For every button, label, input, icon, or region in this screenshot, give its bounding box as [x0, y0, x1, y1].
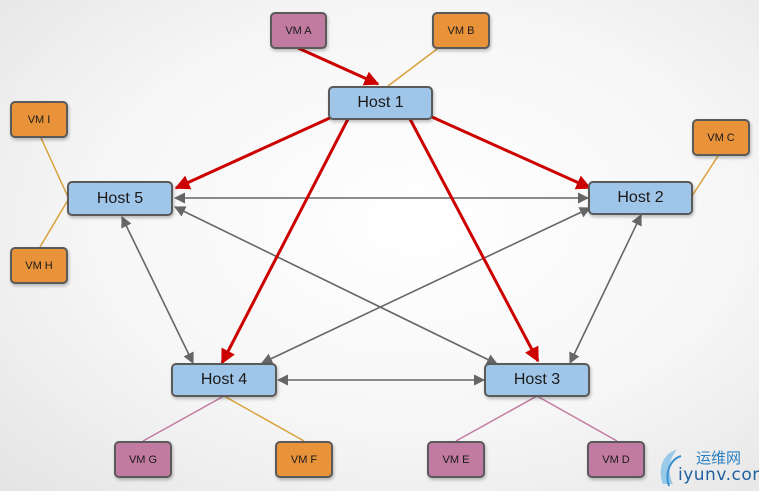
- watermark-cn-text: 运维网: [696, 449, 742, 467]
- link-vm-b-host-1: [387, 48, 438, 87]
- gray-arrow-host-2-host-3: [569, 213, 642, 365]
- vm-g-node[interactable]: VM G: [114, 441, 172, 478]
- gray-arrow-host-2-host-4: [260, 207, 592, 364]
- red-arrow-host-1-host-5: [174, 115, 333, 190]
- host-4-node[interactable]: Host 4: [171, 363, 277, 397]
- red-arrow-host-1-host-4: [220, 118, 350, 365]
- link-vm-f-host-4: [223, 395, 305, 442]
- gray-arrow-host-5-host-3: [173, 206, 499, 365]
- watermark-en-text: iyunv.com: [678, 465, 759, 485]
- vm-e-node[interactable]: VM E: [427, 441, 485, 478]
- host-3-node[interactable]: Host 3: [484, 363, 590, 397]
- link-vm-d-host-3: [536, 395, 618, 442]
- link-vm-e-host-3: [455, 395, 538, 442]
- host-5-node[interactable]: Host 5: [67, 181, 173, 216]
- link-vm-h-host-5: [39, 199, 69, 248]
- link-vm-g-host-4: [142, 395, 225, 442]
- vm-a-node[interactable]: VM A: [270, 12, 327, 49]
- watermark-logo-icon: [660, 450, 682, 487]
- host-1-node[interactable]: Host 1: [328, 86, 433, 120]
- gray-arrow-host-5-host-4: [121, 215, 194, 365]
- vm-d-node[interactable]: VM D: [587, 441, 645, 478]
- link-vm-i-host-5: [40, 137, 69, 198]
- vm-i-node[interactable]: VM I: [10, 101, 68, 138]
- vm-b-node[interactable]: VM B: [432, 12, 490, 49]
- vm-f-node[interactable]: VM F: [275, 441, 333, 478]
- vm-c-node[interactable]: VM C: [692, 119, 750, 156]
- red-arrow-host-1-host-3: [408, 118, 540, 363]
- link-vm-c-host-2: [691, 155, 719, 197]
- red-arrow-host-1-host-2: [431, 115, 592, 190]
- red-arrow-vm-a-host-1: [297, 46, 380, 86]
- vm-h-node[interactable]: VM H: [10, 247, 68, 284]
- host-2-node[interactable]: Host 2: [588, 181, 693, 215]
